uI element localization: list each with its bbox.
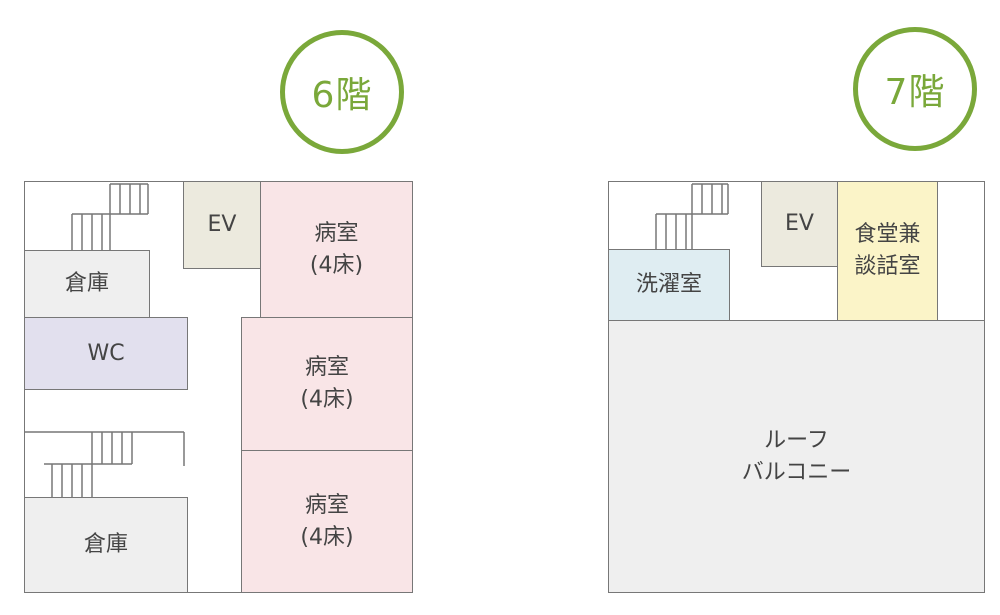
floor-7-stair-icon: [655, 183, 729, 249]
floor-6-lower-stair-icon: [24, 431, 185, 497]
floor-7-roof-balcony: ルーフ バルコニー: [608, 320, 985, 593]
floor-7-ev: EV: [761, 181, 838, 267]
floor-7-dining-lounge: 食堂兼 談話室: [837, 181, 938, 321]
floor-6-badge: 6階: [280, 30, 404, 154]
floor-7-laundry: 洗濯室: [608, 249, 730, 321]
floor-6-ward-3: 病室 (4床): [241, 450, 413, 593]
floor-6-badge-label: 6階: [311, 75, 373, 116]
floor-6-upper-stair-icon: [71, 183, 149, 250]
floor-6-ward-1: 病室 (4床): [260, 181, 413, 318]
floor-7-badge-label: 7階: [884, 72, 946, 113]
floor-6-storage-lower: 倉庫: [24, 497, 188, 593]
floor-7-badge: 7階: [853, 27, 977, 151]
floor-6-ev: EV: [183, 181, 261, 269]
floor-6-wc: WC: [24, 317, 188, 390]
